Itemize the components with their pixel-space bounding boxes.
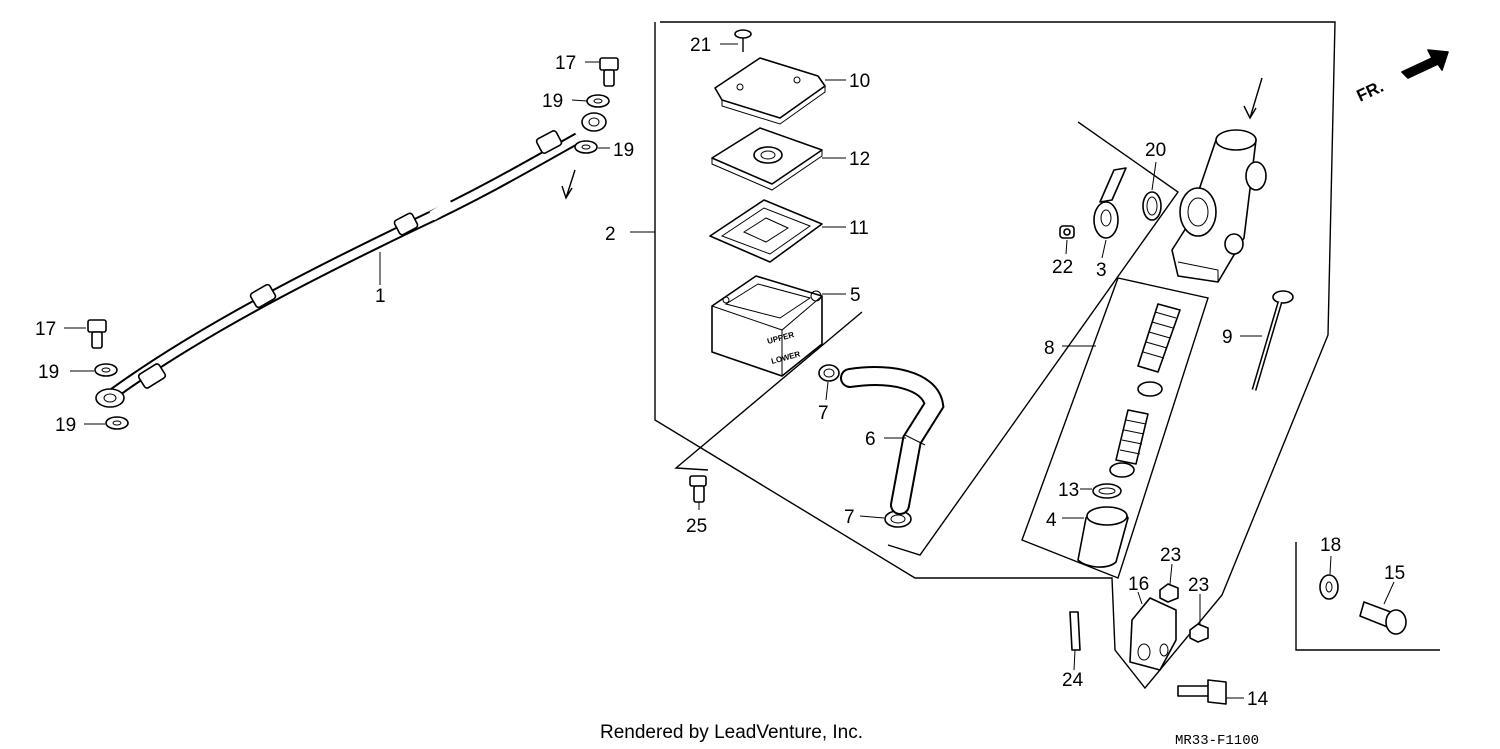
callout-17b: 17 — [35, 319, 56, 340]
callout-10: 10 — [849, 71, 870, 92]
push-rod-joint — [1129, 597, 1177, 671]
callout-7b: 7 — [844, 507, 855, 528]
diagram-code: MR33-F1100 — [1175, 733, 1259, 749]
master-cylinder-body — [1171, 129, 1267, 283]
callout-18: 18 — [1320, 535, 1341, 556]
piston-kit — [1109, 303, 1181, 478]
diaphragm — [709, 199, 823, 263]
callout-9: 9 — [1222, 327, 1233, 348]
callout-4: 4 — [1046, 510, 1057, 531]
reservoir: UPPER LOWER — [711, 275, 823, 377]
callout-8: 8 — [1044, 338, 1055, 359]
footer-credit: Rendered by LeadVenture, Inc. — [600, 722, 863, 743]
callout-23b: 23 — [1188, 575, 1209, 596]
callout-23a: 23 — [1160, 545, 1181, 566]
callout-17a: 17 — [555, 53, 576, 74]
callout-15: 15 — [1384, 563, 1405, 584]
push-rod — [1251, 290, 1294, 391]
o-ring — [1142, 191, 1162, 221]
clevis-pin — [1359, 601, 1407, 635]
callout-25: 25 — [686, 516, 707, 537]
reservoir-bolt — [689, 475, 707, 503]
callout-12: 12 — [849, 149, 870, 170]
callout-5: 5 — [850, 285, 861, 306]
callout-19c: 19 — [38, 362, 59, 383]
front-arrow-icon — [1401, 49, 1449, 79]
callout-13: 13 — [1058, 480, 1079, 501]
banjo-bolt-lower — [87, 319, 107, 349]
pin-group-outline — [1295, 542, 1440, 651]
callout-21: 21 — [690, 35, 711, 56]
callout-20: 20 — [1145, 140, 1166, 161]
brake-hose — [95, 112, 607, 408]
banjo-bolt-upper — [599, 57, 619, 87]
callout-7a: 7 — [818, 403, 829, 424]
callout-6: 6 — [865, 429, 876, 450]
inner-cylinder-outline — [887, 121, 1179, 556]
hose-clip-upper — [818, 364, 840, 382]
callout-19b: 19 — [613, 140, 634, 161]
sealing-washers — [94, 94, 610, 430]
hose-joint — [1093, 167, 1127, 239]
front-direction-label: FR. — [1354, 77, 1387, 106]
leader-lines — [64, 43, 1395, 699]
callout-numbers: 1 2 3 4 5 6 7 7 8 9 10 11 12 13 14 15 16… — [35, 35, 1405, 710]
fluid-flow-arrow-icon — [1243, 77, 1263, 120]
callout-1: 1 — [375, 286, 386, 307]
pin-washer — [1319, 574, 1339, 600]
callout-19a: 19 — [542, 91, 563, 112]
lock-nut-lower — [1189, 623, 1209, 643]
callout-11: 11 — [849, 218, 869, 239]
cap-screw — [734, 29, 752, 52]
reservoir-subgroup-outline — [674, 311, 863, 471]
callout-3: 3 — [1096, 260, 1107, 281]
callout-24: 24 — [1062, 670, 1084, 691]
callout-22: 22 — [1052, 257, 1073, 278]
joint-bolt — [1059, 225, 1075, 239]
front-direction-indicator: FR. — [1354, 49, 1449, 106]
callout-16: 16 — [1128, 574, 1149, 595]
lock-nut-upper — [1159, 583, 1179, 603]
piston-kit-outline — [1021, 277, 1209, 579]
cotter-pin — [1069, 611, 1081, 651]
circlip — [1092, 483, 1122, 499]
hose-arrow-icon — [561, 169, 576, 200]
callout-14: 14 — [1247, 689, 1269, 710]
assembly-outline — [654, 21, 1336, 690]
callout-2: 2 — [605, 224, 616, 245]
callout-19d: 19 — [55, 415, 76, 436]
joint-pin — [1177, 679, 1227, 705]
